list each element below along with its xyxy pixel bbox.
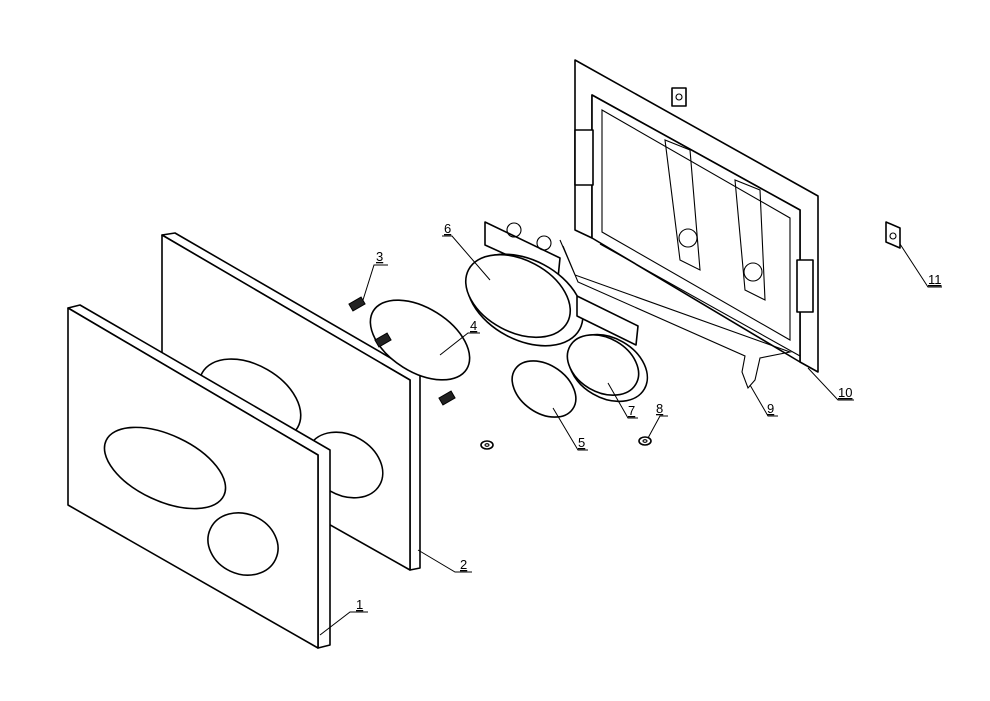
part-9-lever-wire: [559, 239, 793, 390]
part-4-membrane: [369, 299, 471, 381]
callout-8: 8: [656, 401, 663, 416]
callout-labels: 1 2 3 4 5 6 7 8 9 10 11: [319, 221, 942, 636]
part-3-springs: [348, 296, 456, 406]
callout-6: 6: [444, 221, 451, 236]
part-7-small-button: [566, 295, 649, 403]
part-1-front-plate: [67, 304, 331, 649]
callout-3: 3: [376, 249, 383, 264]
part-11-clip: [885, 221, 901, 249]
part-8-washers: [480, 436, 652, 450]
part-5-disc: [511, 360, 577, 418]
callout-10: 10: [838, 385, 852, 400]
callout-4: 4: [470, 318, 477, 333]
callout-7: 7: [628, 403, 635, 418]
callout-5: 5: [578, 435, 585, 450]
part-10-mounting-frame: [574, 59, 819, 373]
part-6-large-button: [464, 221, 584, 347]
callout-1: 1: [356, 597, 363, 612]
callout-9: 9: [767, 401, 774, 416]
callout-2: 2: [460, 557, 467, 572]
callout-11: 11: [928, 272, 942, 287]
